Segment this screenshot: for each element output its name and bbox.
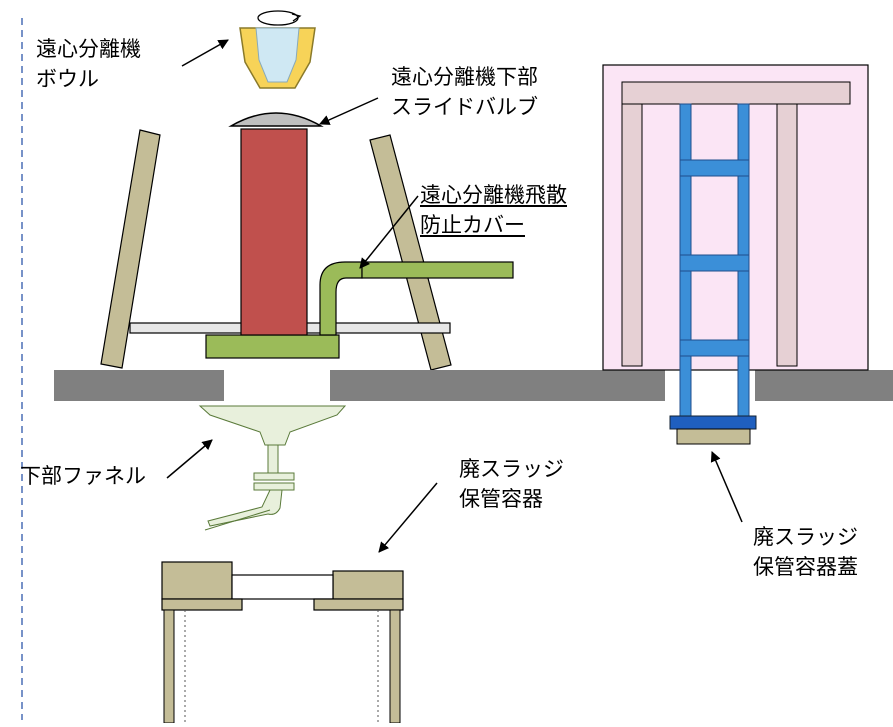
label-container-lid: 廃スラッジ 保管容器蓋 [753,522,858,582]
label-slide-valve: 遠心分離機下部 スライドバルブ [391,62,538,122]
sludge-container [161,561,404,724]
label-line: 遠心分離機下部 [391,65,538,89]
label-line: 保管容器蓋 [753,555,858,579]
slide-valve [228,112,324,127]
centrifuge-bowl [239,10,316,89]
arrow-splash-cover [359,195,419,269]
enclosure-right-post [776,103,798,367]
floor-slab-middle [330,370,665,401]
label-centrifuge-bowl: 遠心分離機 ボウル [36,34,141,94]
label-sludge-container: 廃スラッジ 保管容器 [459,454,564,514]
enclosure-top-beam [621,81,851,105]
label-line: 廃スラッジ [459,457,564,481]
floor-slab-right [755,370,893,401]
label-line: ボウル [36,67,99,91]
label-line: 保管容器 [459,487,543,511]
splash-cover-right-plate [369,134,452,371]
enclosure-left-post [621,103,643,367]
arrow-funnel [166,439,213,479]
blue-ladder [679,103,750,421]
container-lid [676,428,751,445]
label-line: 防止カバー [420,213,525,237]
label-line: 遠心分離機 [36,37,141,61]
centrifuge-column [240,128,308,336]
label-line: 下部ファネル [20,464,146,488]
floor-slab-left [54,370,224,401]
arrow-container-lid [710,451,743,523]
label-splash-cover: 遠心分離機飛散 防止カバー [420,180,567,240]
label-line: 遠心分離機飛散 [420,183,567,207]
green-pipe [319,261,514,336]
arrow-slide-valve [319,97,379,125]
label-line: 廃スラッジ [753,525,858,549]
lid-blue-cap [669,415,757,430]
arrow-container [378,482,438,553]
label-lower-funnel: 下部ファネル [20,461,146,491]
lower-funnel [198,405,347,531]
green-base [205,334,340,359]
arrow-bowl [181,39,229,67]
label-line: スライドバルブ [391,95,538,119]
enclosure [602,64,869,371]
splash-cover-left-plate [100,129,161,369]
